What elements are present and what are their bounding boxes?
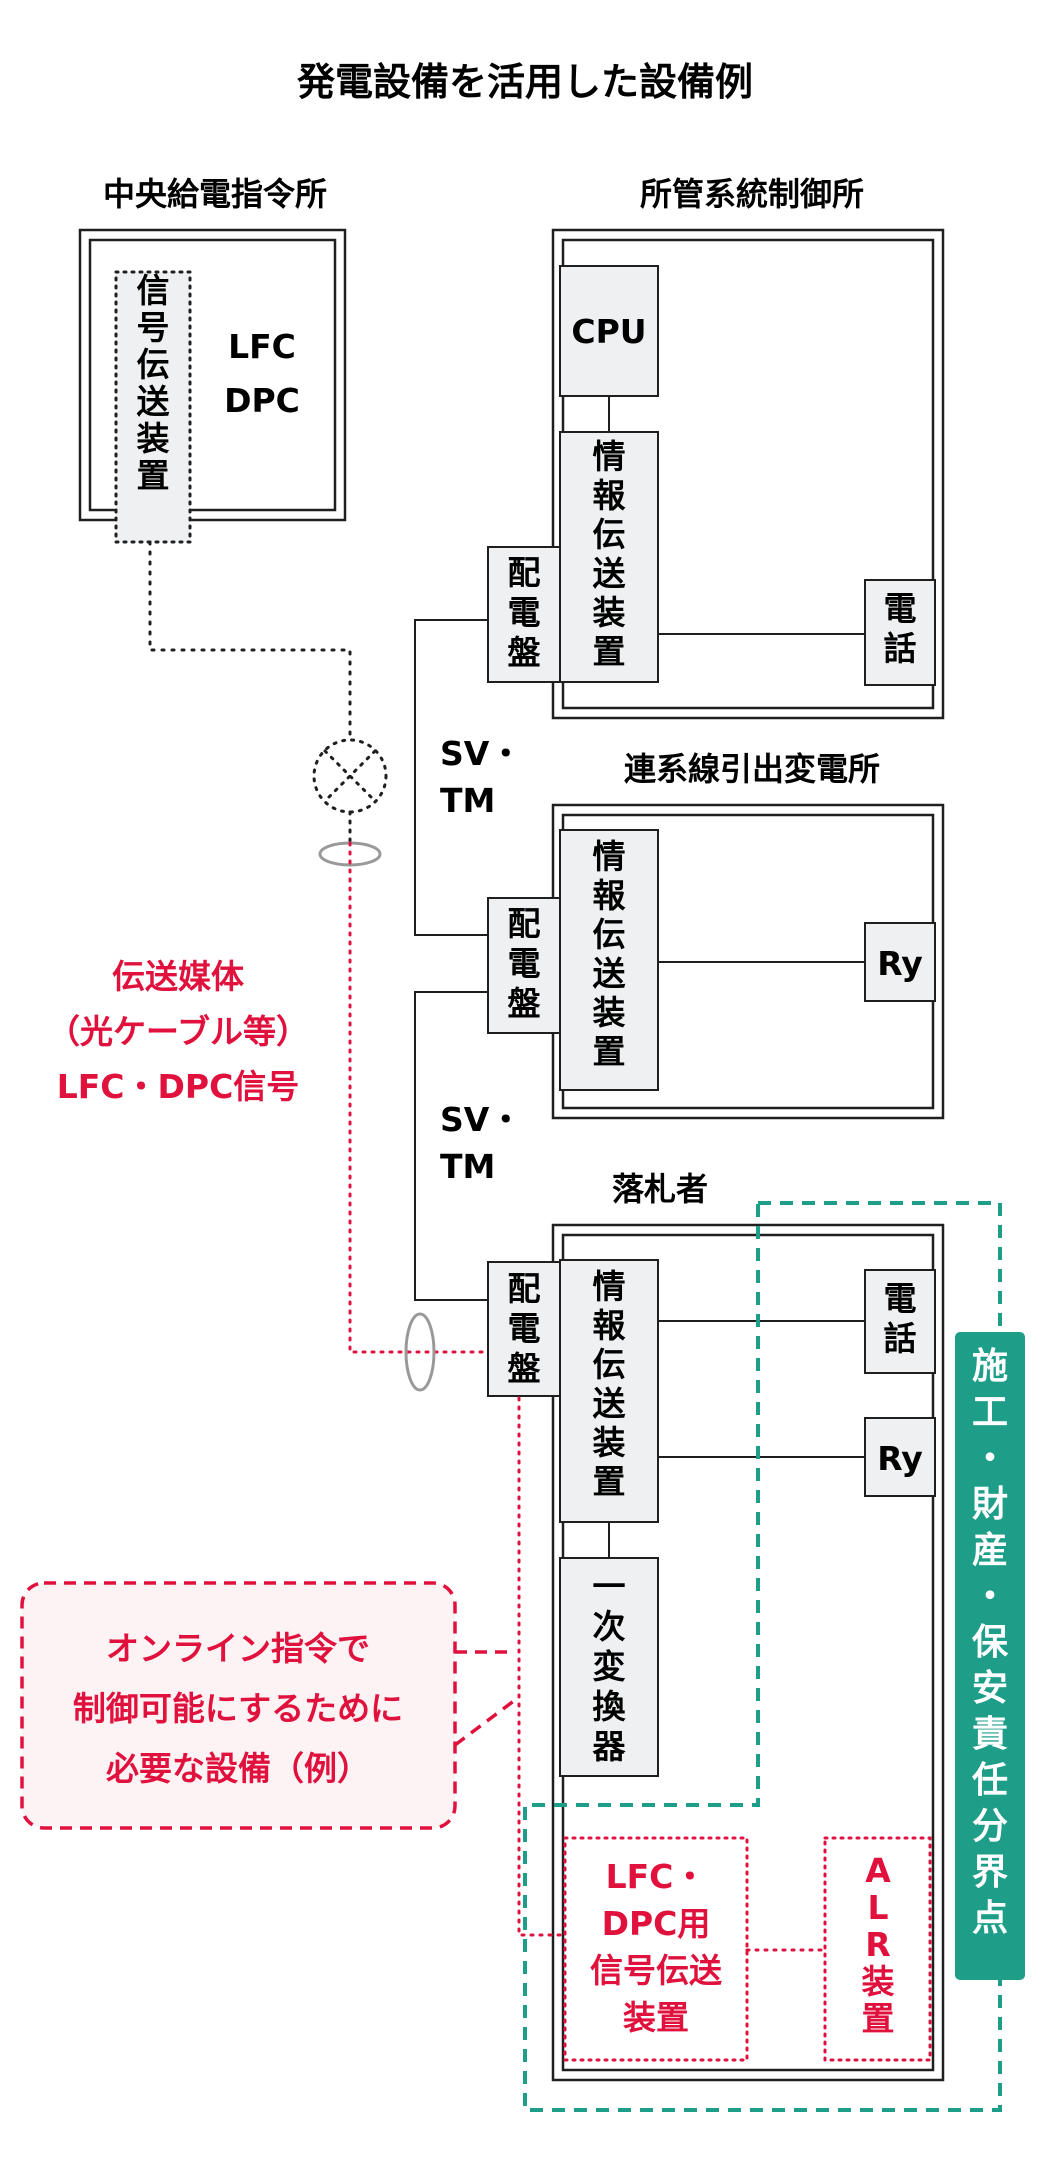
callout-line2: 制御可能にするために — [73, 1689, 403, 1728]
responsibility-boundary — [523, 1201, 1002, 2112]
alr-device — [823, 1836, 932, 2062]
substation-title: 連系線引出変電所 — [624, 750, 880, 788]
primary-converter-label: 一次変換器 — [593, 1567, 627, 1766]
svtm-label-1b: TM — [440, 781, 495, 820]
bidder-relay-box — [864, 1417, 936, 1497]
bidder-transmitter-box — [559, 1259, 659, 1523]
control-transmitter-label: 情報伝送装置 — [593, 437, 626, 671]
substation-transmitter-label: 情報伝送装置 — [593, 837, 626, 1071]
control-switchboard-label: 配電盤 — [508, 553, 541, 672]
callout-line1: オンライン指令で — [106, 1629, 370, 1668]
callout-pointer — [453, 1650, 517, 1747]
svtm-link-1 — [414, 619, 488, 936]
primary-converter-box — [559, 1557, 659, 1777]
signal-path-dotted — [148, 540, 352, 742]
bidder-relay-label: Ry — [877, 1439, 922, 1478]
svtm-label-2a: SV・ — [440, 1100, 522, 1139]
medium-label-line1: 伝送媒体 — [112, 957, 244, 996]
callout-box — [20, 1581, 457, 1830]
diagram-title: 発電設備を活用した設備例 — [297, 60, 753, 104]
lfc-device-line3: 信号伝送 — [590, 1951, 722, 1990]
bidder-phone-label: 電話 — [884, 1279, 917, 1358]
svtm-label-1a: SV・ — [440, 734, 522, 773]
central-dpc-label: DPC — [224, 381, 300, 420]
svtm-label-2b: TM — [440, 1147, 495, 1186]
central-signal-device — [114, 270, 192, 544]
lfc-device-line2: DPC用 — [602, 1904, 711, 1943]
central-dispatch-title: 中央給電指令所 — [103, 175, 327, 213]
lfc-device-line1: LFC・ — [606, 1857, 707, 1896]
medium-label-line2: （光ケーブル等） — [47, 1012, 309, 1051]
bidder-switchboard-box — [487, 1261, 561, 1397]
substation-switchboard-box — [487, 897, 561, 1034]
central-dispatch-box — [78, 228, 347, 522]
bidder-title: 落札者 — [612, 1170, 708, 1208]
substation-relay-box — [864, 922, 936, 1002]
control-phone-box — [864, 579, 936, 686]
bidder-phone-box — [864, 1269, 936, 1374]
lfc-device-line4: 装置 — [623, 1998, 689, 2037]
central-signal-device-label: 信号伝送装置 — [137, 271, 170, 495]
substation-relay-label: Ry — [877, 944, 922, 983]
lfc-dpc-signal-device — [563, 1836, 749, 2062]
control-transmitter-box — [559, 431, 659, 683]
control-switchboard-box — [487, 546, 561, 683]
cpu-label: CPU — [571, 312, 646, 351]
lfc-feed-path — [517, 1396, 567, 1937]
control-phone-label: 電話 — [884, 589, 917, 668]
cable-ring-icon-2 — [404, 1312, 436, 1392]
boundary-label-box — [955, 1332, 1025, 1980]
bidder-switchboard-label: 配電盤 — [508, 1269, 541, 1388]
cpu-box — [559, 265, 659, 397]
bidder-transmitter-label: 情報伝送装置 — [593, 1267, 626, 1501]
substation-switchboard-label: 配電盤 — [508, 904, 541, 1023]
transmission-medium-path — [348, 841, 490, 1354]
callout-line3: 必要な設備（例） — [106, 1749, 370, 1788]
medium-label-line3: LFC・DPC信号 — [57, 1067, 300, 1106]
svtm-link-2 — [414, 991, 488, 1301]
boundary-label: 施工・財産・保安責任分界点 — [972, 1346, 1009, 1939]
converter-node-icon — [312, 738, 388, 844]
central-lfc-label: LFC — [228, 327, 296, 366]
control-center-title: 所管系統制御所 — [640, 175, 864, 213]
